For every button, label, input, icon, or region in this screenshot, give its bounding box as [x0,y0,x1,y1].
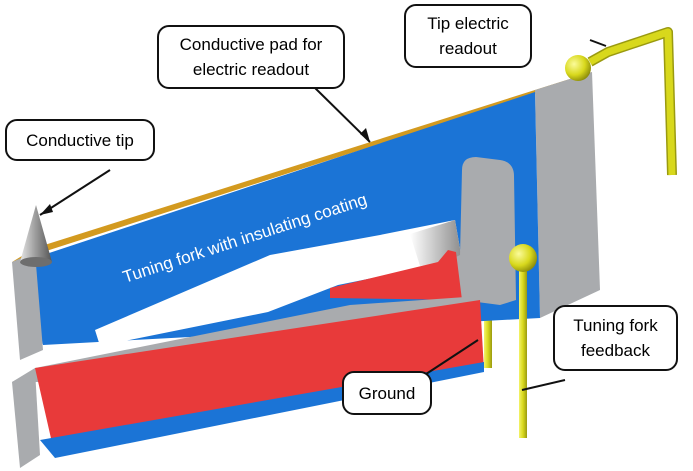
leader-conductive-pad [311,84,371,143]
fork-body-lower [12,296,484,468]
callout-ground-line1: Ground [358,383,416,403]
callout-ground: Ground [342,371,432,415]
conductive-pad-top [12,72,592,262]
callout-tip-readout: Tip electric readout [404,4,532,68]
tip-readout-contact [565,55,591,81]
leader-ground [419,339,479,379]
arrowhead-conductive-tip [40,204,53,215]
leader-tip-readout [589,39,607,47]
callout-conductive-pad: Conductive pad for electric readout [157,25,345,89]
callout-conductive-pad-line1: Conductive pad for [179,35,323,54]
fork-slot [95,220,462,346]
tip-readout-wire [587,27,677,176]
leader-conductive-tip [39,169,111,216]
ground-wire [484,308,492,368]
upper-electrode [330,250,462,300]
callout-tip-readout-line1: Tip electric [427,14,509,33]
callout-conductive-pad-line2: electric readout [192,60,310,79]
callout-feedback-line2: feedback [581,341,650,360]
conductive-tip [20,205,52,267]
fork-body-upper: Tuning fork with insulating coating [12,72,600,360]
callout-conductive-tip-line1: Conductive tip [26,130,134,150]
lower-electrode [35,300,484,456]
callout-conductive-tip: Conductive tip [5,119,155,161]
leader-feedback [521,379,566,391]
callout-tip-readout-line2: readout [439,39,497,58]
feedback-pin [509,244,537,438]
arrowhead-conductive-pad [360,128,370,142]
callout-feedback-line1: Tuning fork [573,316,658,335]
callout-feedback: Tuning fork feedback [553,305,678,371]
